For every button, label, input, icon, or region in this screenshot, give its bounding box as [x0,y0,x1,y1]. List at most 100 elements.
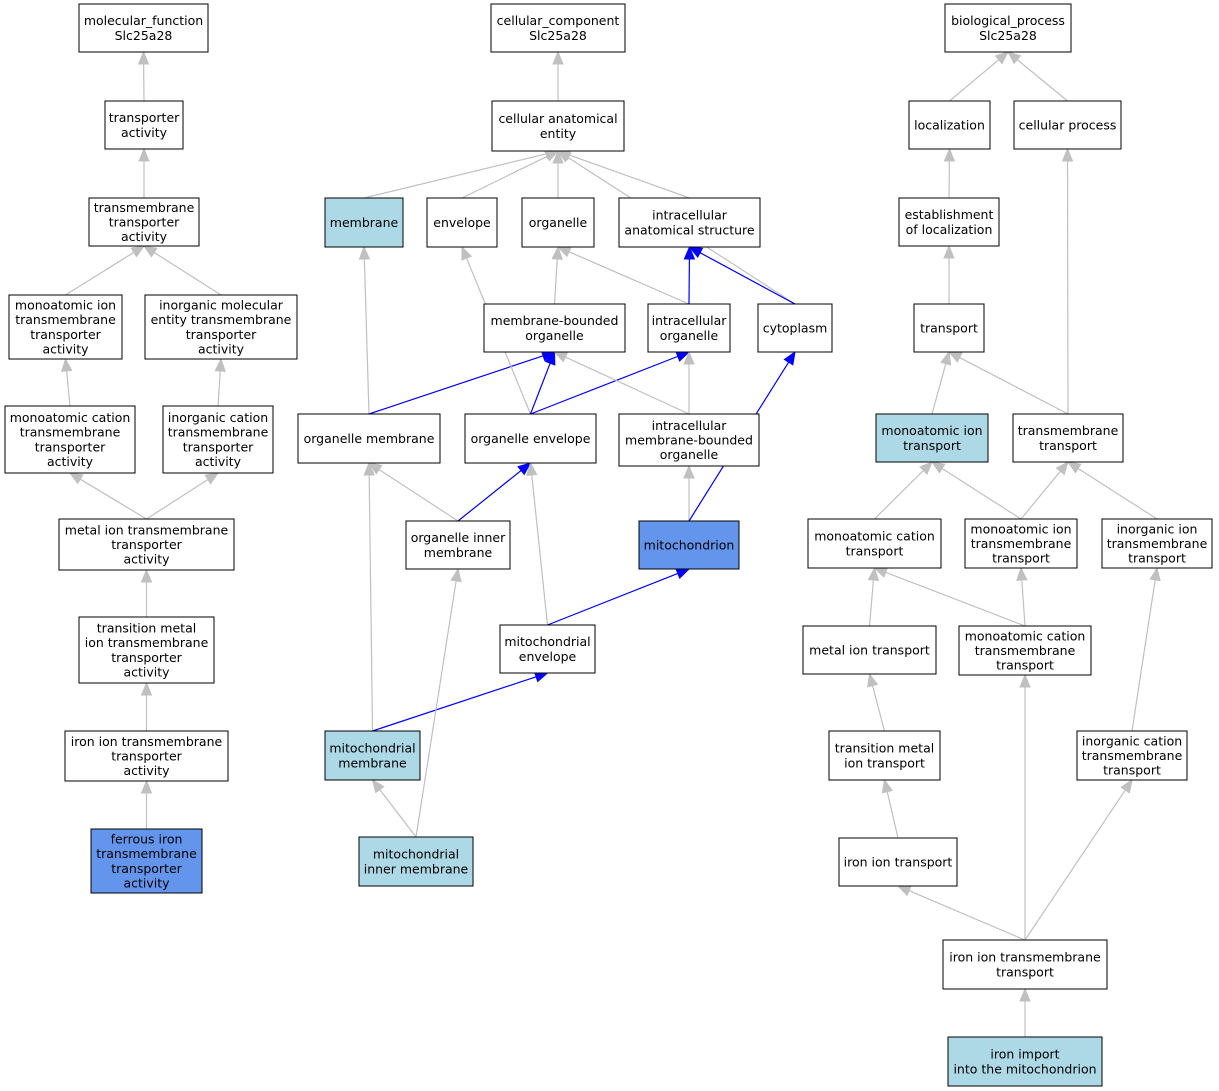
arrowhead-icon [1006,51,1022,65]
edge-line [529,362,551,415]
node-icta[interactable]: inorganic cationtransmembranetransporter… [162,405,274,474]
node-mita[interactable]: metal ion transmembranetransporteractivi… [58,518,235,571]
node-label: molecular_function [84,13,203,28]
node-oe[interactable]: organelle envelope [464,413,597,464]
node-box [162,405,274,474]
edge-moit-to-tr [931,350,952,415]
node-box [828,730,941,781]
edge-mbo-to-org [551,245,563,305]
edge-line [553,258,558,305]
node-tr[interactable]: transport [913,303,985,353]
edge-env-to-cae [461,150,560,199]
node-label: transition metal [835,741,934,756]
node-box [297,413,441,464]
arrowhead-icon [867,566,880,581]
node-om[interactable]: organelle membrane [297,413,441,464]
edge-line [569,154,690,199]
arrowhead-icon [214,357,226,372]
arrowhead-icon [140,681,153,696]
node-label: transporter [183,439,254,454]
edge-oe-to-mbo [529,350,556,415]
edge-tmta-to-ta [138,147,150,198]
node-label: ion transport [844,755,925,770]
edge-line [217,370,221,407]
edge-line [368,355,544,415]
node-box [898,197,1000,247]
edge-line [531,474,549,626]
arrowhead-icon [552,50,564,65]
node-box [144,294,298,360]
node-box [426,197,498,248]
node-box [618,413,760,467]
node-label: inorganic ion [1117,521,1198,536]
node-cp[interactable]: cellular process [1013,100,1122,150]
node-label: transmembrane [168,425,269,440]
node-box [491,100,625,152]
node-label: transmembrane [94,200,195,215]
node-label: localization [914,118,985,133]
arrowhead-icon [919,461,933,475]
node-mocta[interactable]: monoatomic cationtransmembranetransporte… [4,405,136,474]
node-label: envelope [519,649,577,664]
node-org[interactable]: organelle [521,197,595,248]
node-label: activity [123,664,170,679]
node-mito[interactable]: mitochondrion [638,520,740,570]
node-mem[interactable]: membrane [324,197,404,248]
node-mit[interactable]: metal ion transport [802,625,937,675]
node-label: activity [121,125,168,140]
node-label: transport [992,551,1050,566]
node-fita[interactable]: ferrous irontransmembranetransporteracti… [90,828,203,894]
node-loc[interactable]: localization [908,100,991,150]
node-label: ion transmembrane [85,635,209,650]
arrowhead-icon [1149,566,1161,582]
node-box [875,413,989,463]
node-label: Slc25a28 [115,28,173,43]
node-iita[interactable]: iron ion transmembranetransporteractivit… [64,730,229,782]
node-env[interactable]: envelope [426,197,498,248]
edge-moct-to-moit [874,461,933,520]
edge-line [379,789,417,838]
node-iit[interactable]: iron ion transport [838,837,958,887]
node-moita[interactable]: monoatomic iontransmembranetransporterac… [8,294,123,360]
node-cyto[interactable]: cytoplasm [757,303,833,353]
node-label: activity [123,875,170,890]
edge-ictt-to-iitt [1131,566,1161,732]
edge-loc-to-bp [949,51,1009,102]
node-label: transporter [30,327,101,342]
node-box [78,3,209,53]
arrowhead-icon [1120,778,1133,794]
edge-om-to-mem [358,245,371,415]
arrowhead-icon [1055,460,1069,476]
edge-iim-to-iitmt [1019,987,1031,1037]
edge-line [1021,579,1026,627]
node-label: transmembrane [971,536,1072,551]
edge-line [457,470,522,522]
